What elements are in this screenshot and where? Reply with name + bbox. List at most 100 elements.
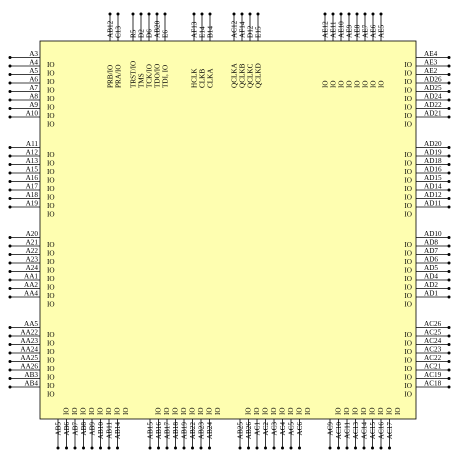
left-io-label: IO (47, 194, 55, 202)
pin-terminal-dot (165, 446, 169, 450)
left-io-label: IO (47, 202, 55, 210)
pin-terminal-dot (447, 351, 451, 355)
right-pin-label: AC18 (424, 380, 442, 388)
pin-terminal-dot (447, 205, 451, 209)
right-pin-label: AD2 (424, 281, 438, 289)
bottom-pin-label: AC6 (296, 422, 304, 436)
pin-terminal-dot (174, 446, 177, 450)
pin-terminal-dot (8, 236, 12, 239)
left-io-label: IO (47, 87, 55, 95)
pin-terminal-dot (191, 446, 194, 450)
pin-terminal-dot (447, 368, 451, 372)
right-pin-label: AD10 (424, 230, 442, 238)
pin-terminal-dot (447, 253, 451, 256)
pin-terminal-dot (447, 377, 451, 380)
bottom-pin-label: AB5 (55, 422, 63, 436)
right-io-label: IO (404, 160, 412, 168)
bottom-pin-label: AB19 (181, 422, 189, 440)
pin-terminal-dot (147, 12, 151, 16)
top-signal-label: TDO/IO (154, 64, 162, 88)
pin-terminal-dot (8, 98, 12, 102)
top-pin-label: AE7 (362, 24, 370, 38)
bottom-io-label: IO (245, 407, 253, 415)
left-pin-label: AB4 (24, 380, 38, 388)
right-pin-label: AD19 (424, 149, 442, 157)
bottom-io-label: IO (163, 407, 171, 415)
top-signal-label: IO (362, 80, 370, 88)
left-io-label: IO (47, 160, 55, 168)
right-pin-label: AD1 (424, 290, 438, 298)
pin-terminal-dot (163, 12, 167, 16)
pin-terminal-dot (99, 446, 102, 450)
right-io-label: IO (404, 95, 412, 103)
bottom-pin-label: AB23 (198, 422, 206, 440)
right-pin-label: AD22 (424, 101, 442, 109)
right-io-label: IO (404, 104, 412, 112)
right-io-label: IO (404, 267, 412, 275)
left-pin-label: A11 (26, 140, 39, 148)
bottom-io-label: IO (114, 407, 122, 415)
left-io-label: IO (47, 61, 55, 69)
chip-body (39, 40, 417, 420)
pin-terminal-dot (155, 12, 159, 16)
left-io-label: IO (47, 168, 55, 176)
pin-terminal-dot (447, 115, 451, 119)
right-pin-label: AC26 (424, 320, 442, 328)
pin-terminal-dot (8, 360, 12, 363)
pin-terminal-dot (447, 360, 451, 363)
pin-terminal-dot (339, 12, 343, 16)
pin-terminal-dot (8, 295, 12, 299)
bottom-pin-group: AB5IOAB6IOAB7IOAB8IOAB9IOAB10IOAB11IOAB1… (55, 407, 402, 450)
right-io-label: IO (404, 151, 412, 159)
top-signal-label: PRA/IO (115, 64, 123, 88)
bottom-io-label: IO (296, 407, 304, 415)
bottom-pin-label: AB26 (245, 422, 253, 440)
left-io-label: IO (47, 112, 55, 120)
top-signal-label: CLKA (207, 68, 215, 88)
top-pin-label: AE8 (354, 24, 362, 38)
right-io-label: IO (404, 292, 412, 300)
bottom-pin-label: AC9 (327, 422, 335, 436)
pin-terminal-dot (379, 446, 383, 450)
bottom-io-label: IO (197, 407, 205, 415)
right-pin-label: AD11 (424, 200, 442, 208)
top-pin-label: AB20 (154, 20, 162, 38)
left-pin-label: AA26 (20, 363, 38, 371)
pin-terminal-dot (447, 236, 451, 239)
pin-terminal-dot (8, 385, 12, 389)
pin-terminal-dot (208, 446, 211, 450)
pin-terminal-dot (8, 107, 12, 110)
pin-terminal-dot (447, 171, 451, 175)
pin-terminal-dot (247, 446, 250, 450)
bottom-pin-label: AB6 (63, 422, 71, 436)
pin-terminal-dot (56, 446, 60, 450)
top-pin-label: AE11 (330, 21, 338, 38)
left-io-label: IO (47, 275, 55, 283)
top-signal-label: QCLKB (239, 63, 247, 88)
right-io-label: IO (404, 331, 412, 339)
bottom-io-label: IO (88, 407, 96, 415)
bottom-pin-label: AC11 (344, 422, 352, 439)
pin-terminal-dot (447, 343, 451, 346)
pin-terminal-dot (131, 12, 135, 16)
left-pin-label: AA23 (20, 337, 38, 345)
pin-terminal-dot (116, 12, 120, 16)
top-pin-label: E14 (199, 26, 207, 38)
left-io-label: IO (47, 258, 55, 266)
bottom-pin-label: AC10 (335, 422, 343, 440)
pin-terminal-dot (8, 261, 12, 265)
top-signal-label: QCLKD (255, 63, 263, 88)
left-pin-label: AA4 (24, 290, 38, 298)
pin-terminal-dot (447, 163, 451, 166)
left-pin-label: A13 (26, 157, 39, 165)
right-pin-label: AE3 (424, 59, 438, 67)
left-io-label: IO (47, 241, 55, 249)
pin-terminal-dot (447, 278, 451, 282)
bottom-io-label: IO (352, 407, 360, 415)
right-pin-label: AC23 (424, 346, 442, 354)
left-io-label: IO (47, 250, 55, 258)
bottom-io-label: IO (394, 407, 402, 415)
left-pin-label: A3 (29, 50, 38, 58)
left-pin-label: A24 (26, 264, 39, 272)
pin-terminal-dot (255, 446, 259, 450)
